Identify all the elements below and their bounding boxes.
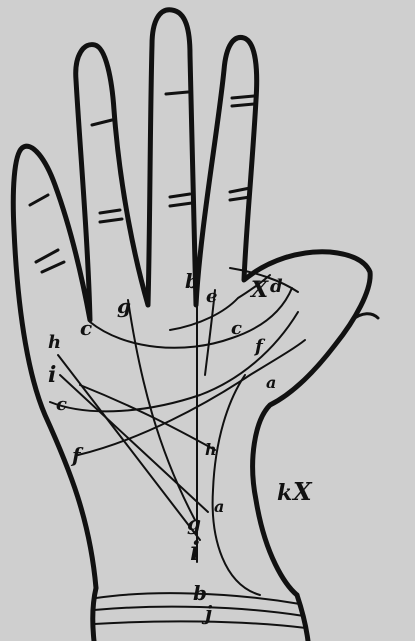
label-b-top: b [185,269,199,293]
label-g-bottom: g [187,511,201,535]
label-k: k [277,480,292,506]
label-c-left-mid: c [56,394,67,415]
label-a-bottom: a [214,497,224,516]
label-c-right: c [231,318,242,339]
label-h-left: h [48,332,61,353]
crease-index-1 [232,96,254,98]
crease-index-2 [232,104,254,106]
label-x-top: X [249,277,269,303]
label-e: e [206,286,217,307]
label-h-mid: h [205,440,217,459]
label-x-mount: X [291,477,313,506]
label-d: d [270,276,283,297]
label-i-bottom: i [190,537,200,567]
crease-middle-1 [166,92,188,94]
label-a-right: a [266,373,276,392]
label-i-left: i [48,362,56,388]
label-c-left-top: c [80,316,92,340]
label-g-top: g [117,294,131,318]
